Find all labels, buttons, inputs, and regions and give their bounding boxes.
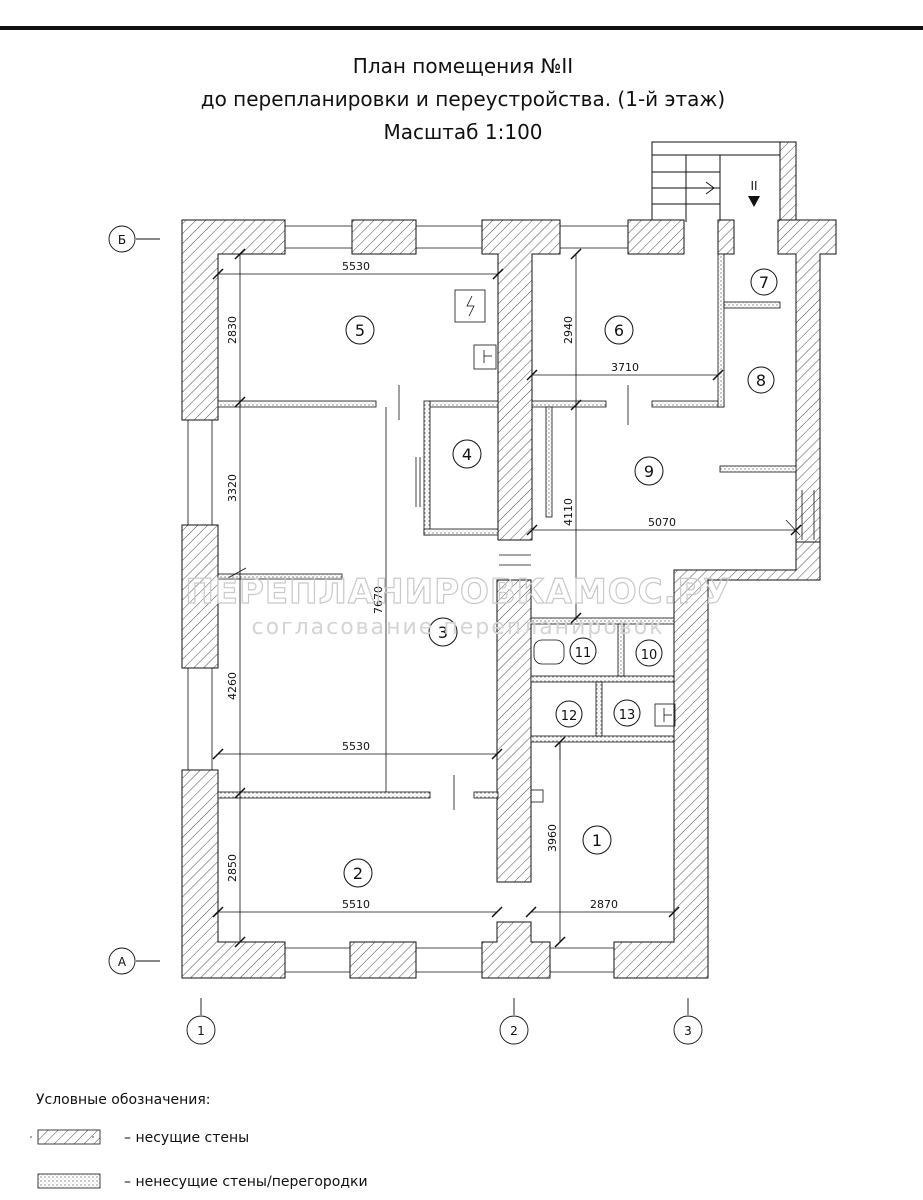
room-number-2: 2 <box>353 864 363 883</box>
legend-bearing-label: – несущие стены <box>124 1130 249 1146</box>
dimension-lines <box>218 254 796 942</box>
room-markers <box>343 268 778 888</box>
legend-partition-swatch <box>37 1173 101 1189</box>
windows <box>187 225 815 973</box>
dimension-ticks <box>212 248 802 948</box>
room-number-12: 12 <box>561 709 578 724</box>
room-number-8: 8 <box>756 371 766 390</box>
dimension-4260: 4260 <box>226 672 239 700</box>
room-number-3: 3 <box>438 623 448 642</box>
room-number-7: 7 <box>759 273 769 292</box>
dimension-2850: 2850 <box>226 854 239 882</box>
room-number-13: 13 <box>619 708 636 723</box>
room-number-11: 11 <box>575 646 592 661</box>
axis-label-2: 2 <box>510 1024 518 1038</box>
axis-markers <box>108 225 703 1045</box>
room-number-9: 9 <box>644 462 654 481</box>
bearing-walls <box>181 219 837 979</box>
axis-label-1: 1 <box>197 1024 205 1038</box>
dimension-5510: 5510 <box>342 898 370 911</box>
dimension-3960: 3960 <box>546 824 559 852</box>
sink-icon <box>473 344 497 370</box>
section-mark-label: II <box>750 179 757 193</box>
legend-bearing-swatch <box>30 1129 108 1145</box>
dimension-5530-mid: 5530 <box>342 740 370 753</box>
fixtures <box>454 289 676 727</box>
dimension-2940: 2940 <box>562 316 575 344</box>
toilet-icon <box>533 639 565 665</box>
room-number-6: 6 <box>614 321 624 340</box>
watermark-line-2: согласование перепланировок <box>251 615 664 640</box>
room-number-5: 5 <box>355 321 365 340</box>
title-line-2: до перепланировки и переустройства. (1-й… <box>201 87 726 111</box>
room-number-4: 4 <box>462 445 472 464</box>
dimension-7670: 7670 <box>372 586 385 614</box>
legend-heading: Условные обозначения: <box>36 1092 210 1108</box>
legend-partition-label: – ненесущие стены/перегородки <box>124 1174 368 1190</box>
room-number-10: 10 <box>641 648 658 663</box>
title-line-1: План помещения №II <box>353 54 573 78</box>
dimension-5070: 5070 <box>648 516 676 529</box>
room-number-1: 1 <box>592 831 602 850</box>
section-arrow-icon <box>748 196 760 207</box>
electrical-panel-icon <box>454 289 486 323</box>
partitions <box>217 253 797 799</box>
watermark-line-1: ПЕРЕПЛАНИРОВКАМОС.РУ <box>185 572 730 612</box>
dimension-4110: 4110 <box>562 498 575 526</box>
axis-label-a: А <box>118 955 127 969</box>
dimension-3320: 3320 <box>226 474 239 502</box>
sink-icon-13 <box>654 703 676 727</box>
dimension-5530-top: 5530 <box>342 260 370 273</box>
axis-label-b: Б <box>118 233 126 247</box>
title-line-3: Масштаб 1:100 <box>383 120 542 144</box>
axis-label-3: 3 <box>684 1024 692 1038</box>
dimension-2870: 2870 <box>590 898 618 911</box>
door-marks <box>227 385 801 810</box>
dimension-3710: 3710 <box>611 361 639 374</box>
entrance-stair <box>651 141 797 223</box>
top-border-line <box>0 26 923 30</box>
dimension-2830: 2830 <box>226 316 239 344</box>
